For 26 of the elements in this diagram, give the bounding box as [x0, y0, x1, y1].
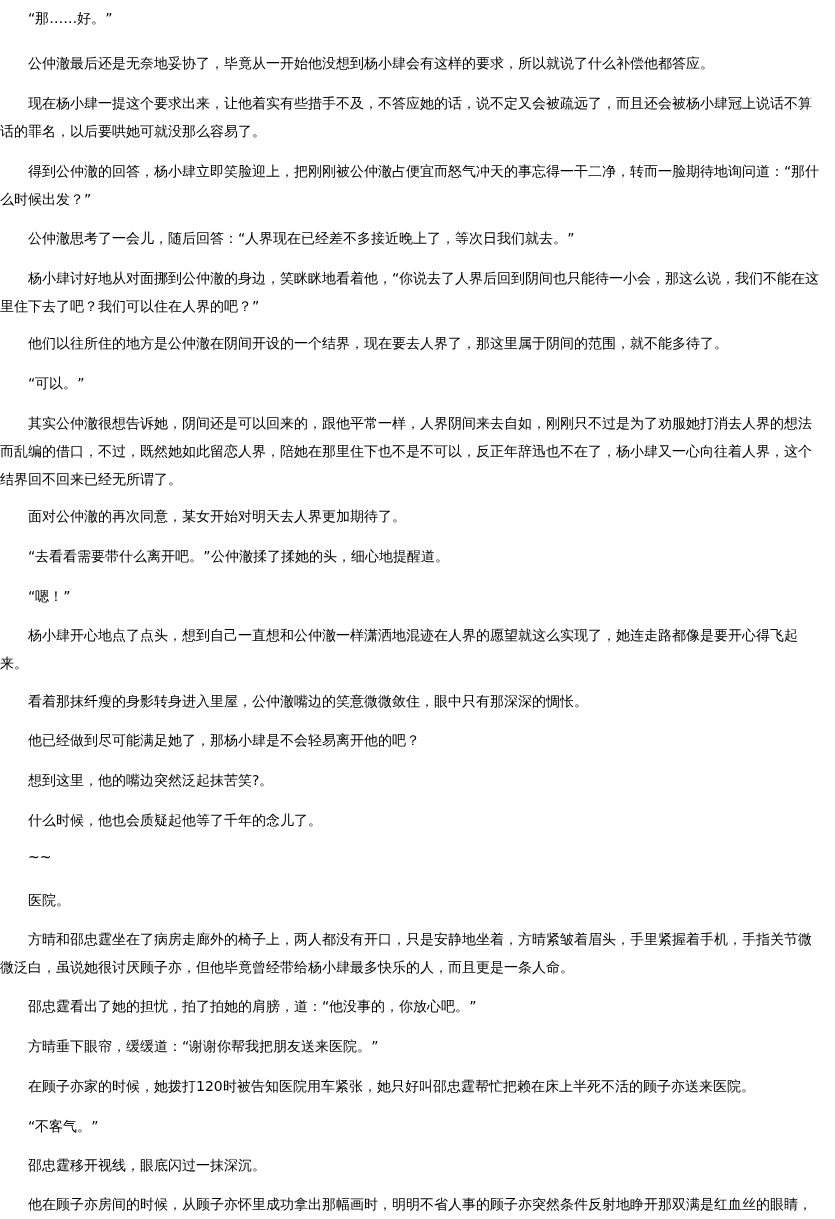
paragraph: 公仲澈最后还是无奈地妥协了，毕竟从一开始他没想到杨小肆会有这样的要求，所以就说了什么补偿他都答应。 — [27, 54, 715, 73]
paragraph: 面对公仲澈的再次同意，某女开始对明天去人界更加期待了。 — [27, 507, 407, 526]
paragraph: “嗯！” — [27, 587, 72, 606]
paragraph: 什么时候，他也会质疑起他等了千年的念儿了。 — [27, 811, 323, 830]
paragraph: 杨小肆开心地点了点头，想到自己一直想和公仲澈一样潇洒地混迹在人界的愿望就这么实现了，她连走路都像是要开心得飞起来。 — [0, 626, 799, 673]
paragraph: 想到这里，他的嘴边突然泛起抹苦笑?。 — [27, 771, 275, 790]
paragraph: 他在顾子亦房间的时候，从顾子亦怀里成功拿出那幅画时，明明不省人事的顾子亦突然条件反射地睁开那双满是红血丝的眼睛， — [27, 1195, 813, 1214]
paragraph: 方晴垂下眼帘，缓缓道：“谢谢你帮我把朋友送来医院。” — [27, 1037, 380, 1056]
paragraph: 现在杨小肆一提这个要求出来，让他着实有些措手不及，不答应她的话，说不定又会被疏远了，而且还会被杨小肆冠上说话不算话的罪名，以后要哄她可就没那么容易了。 — [0, 94, 813, 141]
paragraph: 方晴和邵忠霆坐在了病房走廊外的椅子上，两人都没有开口，只是安静地坐着，方晴紧皱着眉头，手里紧握着手机，手指关节微微泛白，虽说她很讨厌顾子亦，但他毕竟曾经带给杨小肆最多快乐的人，而且更是一条人命。 — [0, 930, 813, 977]
paragraph: 他已经做到尽可能满足她了，那杨小肆是不会轻易离开他的吧？ — [27, 731, 421, 750]
paragraph: “可以。” — [27, 374, 86, 393]
paragraph: 公仲澈思考了一会儿，随后回答：“人界现在已经差不多接近晚上了，等次日我们就去。” — [27, 229, 576, 248]
paragraph: 杨小肆讨好地从对面挪到公仲澈的身边，笑眯眯地看着他，“你说去了人界后回到阴间也只能待一小会，那这么说，我们不能在这里住下去了吧？我们可以住在人界的吧？” — [0, 269, 821, 316]
paragraph: “那……好。” — [27, 9, 114, 28]
section-divider-text: ~~ — [27, 848, 53, 867]
paragraph: “去看看需要带什么离开吧。”公仲澈揉了揉她的头，细心地提醒道。 — [27, 547, 450, 566]
paragraph: 邵忠霆移开视线，眼底闪过一抹深沉。 — [27, 1156, 267, 1175]
paragraph: “不客气。” — [27, 1117, 100, 1136]
paragraph: 医院。 — [27, 891, 71, 910]
paragraph: 得到公仲澈的回答，杨小肆立即笑脸迎上，把刚刚被公仲澈占便宜而怒气冲天的事忘得一干二净，转而一脸期待地询问道：“那什么时候出发？” — [0, 162, 821, 209]
paragraph: 邵忠霆看出了她的担忧，拍了拍她的肩膀，道：“他没事的，你放心吧。” — [27, 997, 478, 1016]
paragraph: 在顾子亦家的时候，她拨打120时被告知医院用车紧张，她只好叫邵忠霆帮忙把赖在床上半死不活的顾子亦送来医院。 — [27, 1077, 756, 1096]
paragraph: 其实公仲澈很想告诉她，阴间还是可以回来的，跟他平常一样，人界阴间来去自如，刚刚只不过是为了劝服她打消去人界的想法而乱编的借口，不过，既然她如此留恋人界，陪她在那里住下也不是不可以，反正年辞迅也不在了，杨小肆又一心向往着人界，这个结界回不回来已经无所谓了。 — [0, 414, 813, 489]
paragraph: 他们以往所住的地方是公仲澈在阴间开设的一个结界，现在要去人界了，那这里属于阴间的范围，就不能多待了。 — [27, 334, 729, 353]
paragraph: 看着那抹纤瘦的身影转身进入里屋，公仲澈嘴边的笑意微微敛住，眼中只有那深深的惆怅。 — [27, 692, 589, 711]
